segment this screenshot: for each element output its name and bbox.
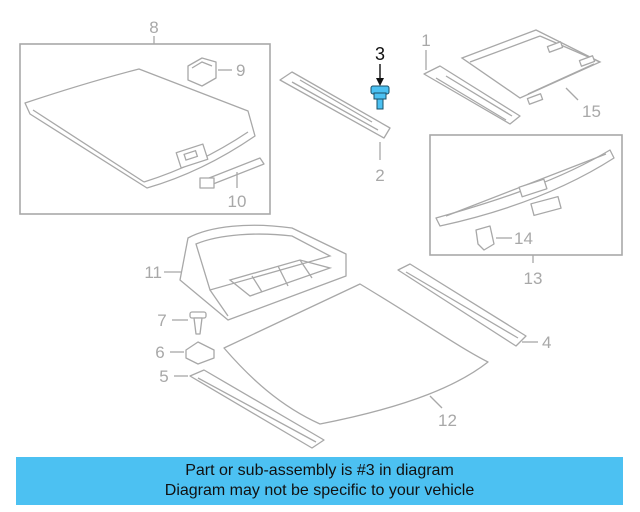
label-15: 15: [582, 102, 601, 121]
label-6: 6: [155, 343, 164, 362]
part-cargo-cover: [24, 68, 256, 189]
part-15-frame: [460, 29, 602, 105]
group-box-13: 14 13: [429, 134, 623, 288]
label-4: 4: [542, 333, 551, 352]
group-box-8: 8 9 10: [19, 18, 271, 215]
part-12-mat: [223, 283, 489, 425]
caption-line-2: Diagram may not be specific to your vehi…: [164, 482, 475, 499]
part-9: [187, 57, 217, 87]
label-3: 3: [375, 44, 385, 64]
label-9: 9: [236, 61, 245, 80]
part-7-screw: [189, 311, 207, 335]
label-12: 12: [438, 411, 457, 430]
part-3-bolt: [370, 85, 390, 110]
caption-line-1: Part or sub-assembly is #3 in diagram: [185, 462, 454, 479]
part-4-bar: [397, 263, 527, 347]
label-10: 10: [228, 192, 247, 211]
part-10-strap: [199, 157, 265, 189]
part-1-bracket: [423, 65, 521, 125]
parts-diagram: 8 9 10 2 3: [19, 18, 623, 449]
label-13: 13: [524, 269, 543, 288]
diagram-caption-banner: Part or sub-assembly is #3 in diagram Di…: [16, 457, 623, 505]
label-7: 7: [157, 311, 166, 330]
label-11: 11: [144, 263, 162, 282]
label-1: 1: [421, 31, 430, 50]
label-8: 8: [149, 18, 158, 37]
part-2-rail: [279, 71, 391, 160]
part-14-clip: [475, 225, 495, 251]
part-6-clip: [185, 341, 215, 365]
part-5-strip: [189, 369, 325, 449]
label-5: 5: [159, 367, 168, 386]
part-11-tray: [179, 224, 347, 321]
label-14: 14: [514, 229, 533, 248]
label-2: 2: [375, 166, 384, 185]
